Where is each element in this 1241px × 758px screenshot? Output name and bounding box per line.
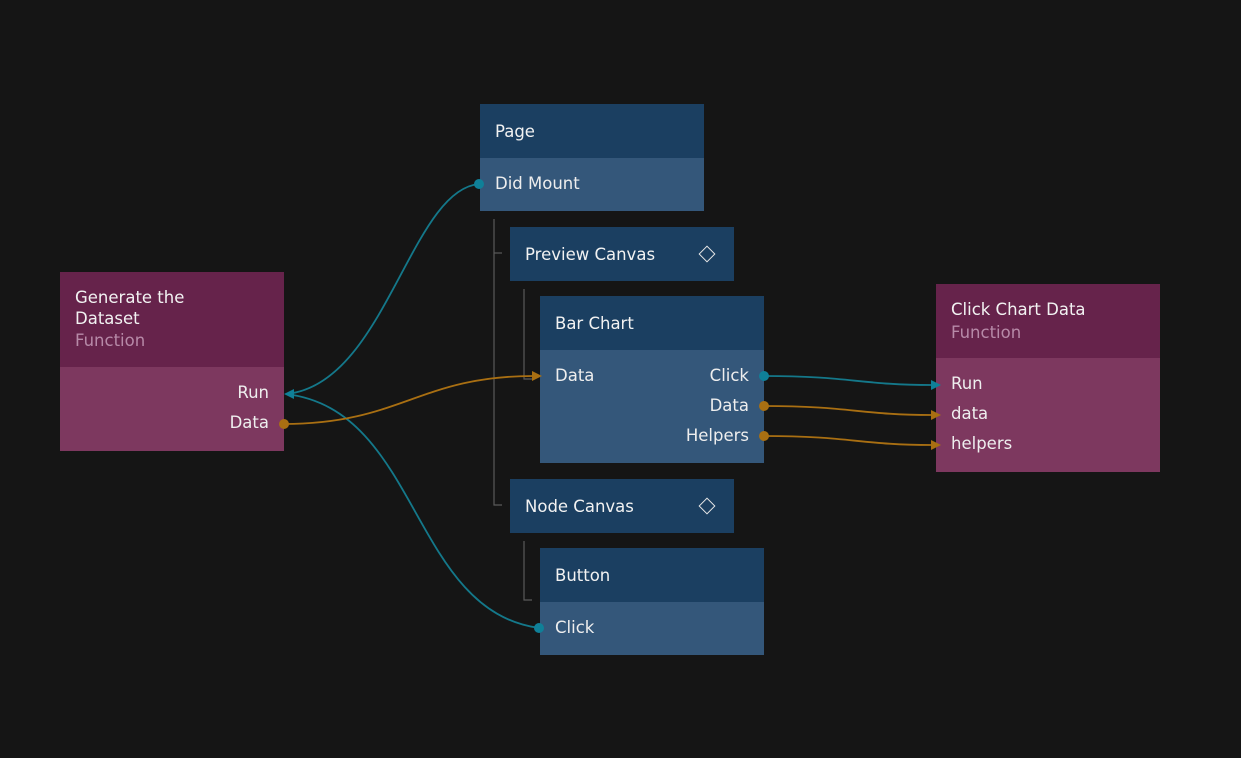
generate-dataset-node[interactable]: Generate the Dataset Function Run Data [60, 272, 284, 451]
port-click-output[interactable]: Click [709, 366, 749, 385]
wire-page-didmount-to-run[interactable] [285, 183, 480, 395]
wire-click-to-run[interactable] [763, 375, 933, 386]
node-header[interactable]: Button [540, 548, 764, 602]
click-chart-data-node[interactable]: Click Chart Data Function Run data helpe… [936, 284, 1160, 472]
node-header[interactable]: Bar Chart [540, 296, 764, 350]
node-subtitle: Function [75, 331, 146, 350]
port-run-input[interactable]: Run [951, 374, 983, 393]
node-subtitle: Function [951, 323, 1022, 342]
node-body: Click [540, 602, 764, 655]
node-title: Node Canvas [525, 496, 634, 516]
bar-chart-node[interactable]: Bar Chart Data Click Data Helpers [540, 296, 764, 463]
node-body: Run Data [60, 367, 284, 451]
diamond-icon[interactable] [698, 245, 716, 263]
preview-canvas-node[interactable]: Preview Canvas [510, 227, 734, 281]
node-title: Button [555, 565, 611, 585]
port-data-input[interactable]: data [951, 404, 989, 423]
port-click-output[interactable]: Click [555, 618, 595, 637]
diamond-icon[interactable] [698, 497, 716, 515]
node-title-line1: Generate the [75, 288, 185, 307]
node-header[interactable]: Click Chart Data Function [936, 284, 1160, 358]
node-title: Click Chart Data [951, 300, 1086, 319]
node-header[interactable]: Node Canvas [510, 479, 734, 533]
port-data-output[interactable]: Data [229, 413, 269, 432]
node-header[interactable]: Preview Canvas [510, 227, 734, 281]
node-body: Did Mount [480, 158, 704, 211]
wire-helpers-to-helpers[interactable] [763, 435, 933, 446]
wire-button-click-to-run[interactable] [285, 393, 540, 629]
port-did-mount-output[interactable]: Did Mount [495, 174, 580, 193]
port-helpers-output[interactable]: Helpers [685, 426, 749, 445]
button-node[interactable]: Button Click [540, 548, 764, 655]
node-header[interactable]: Generate the Dataset Function [60, 272, 284, 367]
port-data-input[interactable]: Data [555, 366, 595, 385]
node-body: Data Click Data Helpers [540, 350, 764, 463]
port-data-output[interactable]: Data [709, 396, 749, 415]
node-title: Preview Canvas [525, 244, 656, 264]
port-helpers-input[interactable]: helpers [951, 434, 1013, 453]
node-header[interactable]: Page [480, 104, 704, 158]
node-body: Run data helpers [936, 358, 1160, 472]
page-node[interactable]: Page Did Mount [480, 104, 704, 211]
node-title-line2: Dataset [75, 309, 140, 328]
node-title: Page [495, 121, 535, 141]
node-canvas-node[interactable]: Node Canvas [510, 479, 734, 533]
node-title: Bar Chart [555, 313, 634, 333]
wire-data-to-data[interactable] [763, 405, 933, 416]
wire-data-to-barchart[interactable] [283, 375, 534, 425]
port-run-input[interactable]: Run [237, 383, 269, 402]
